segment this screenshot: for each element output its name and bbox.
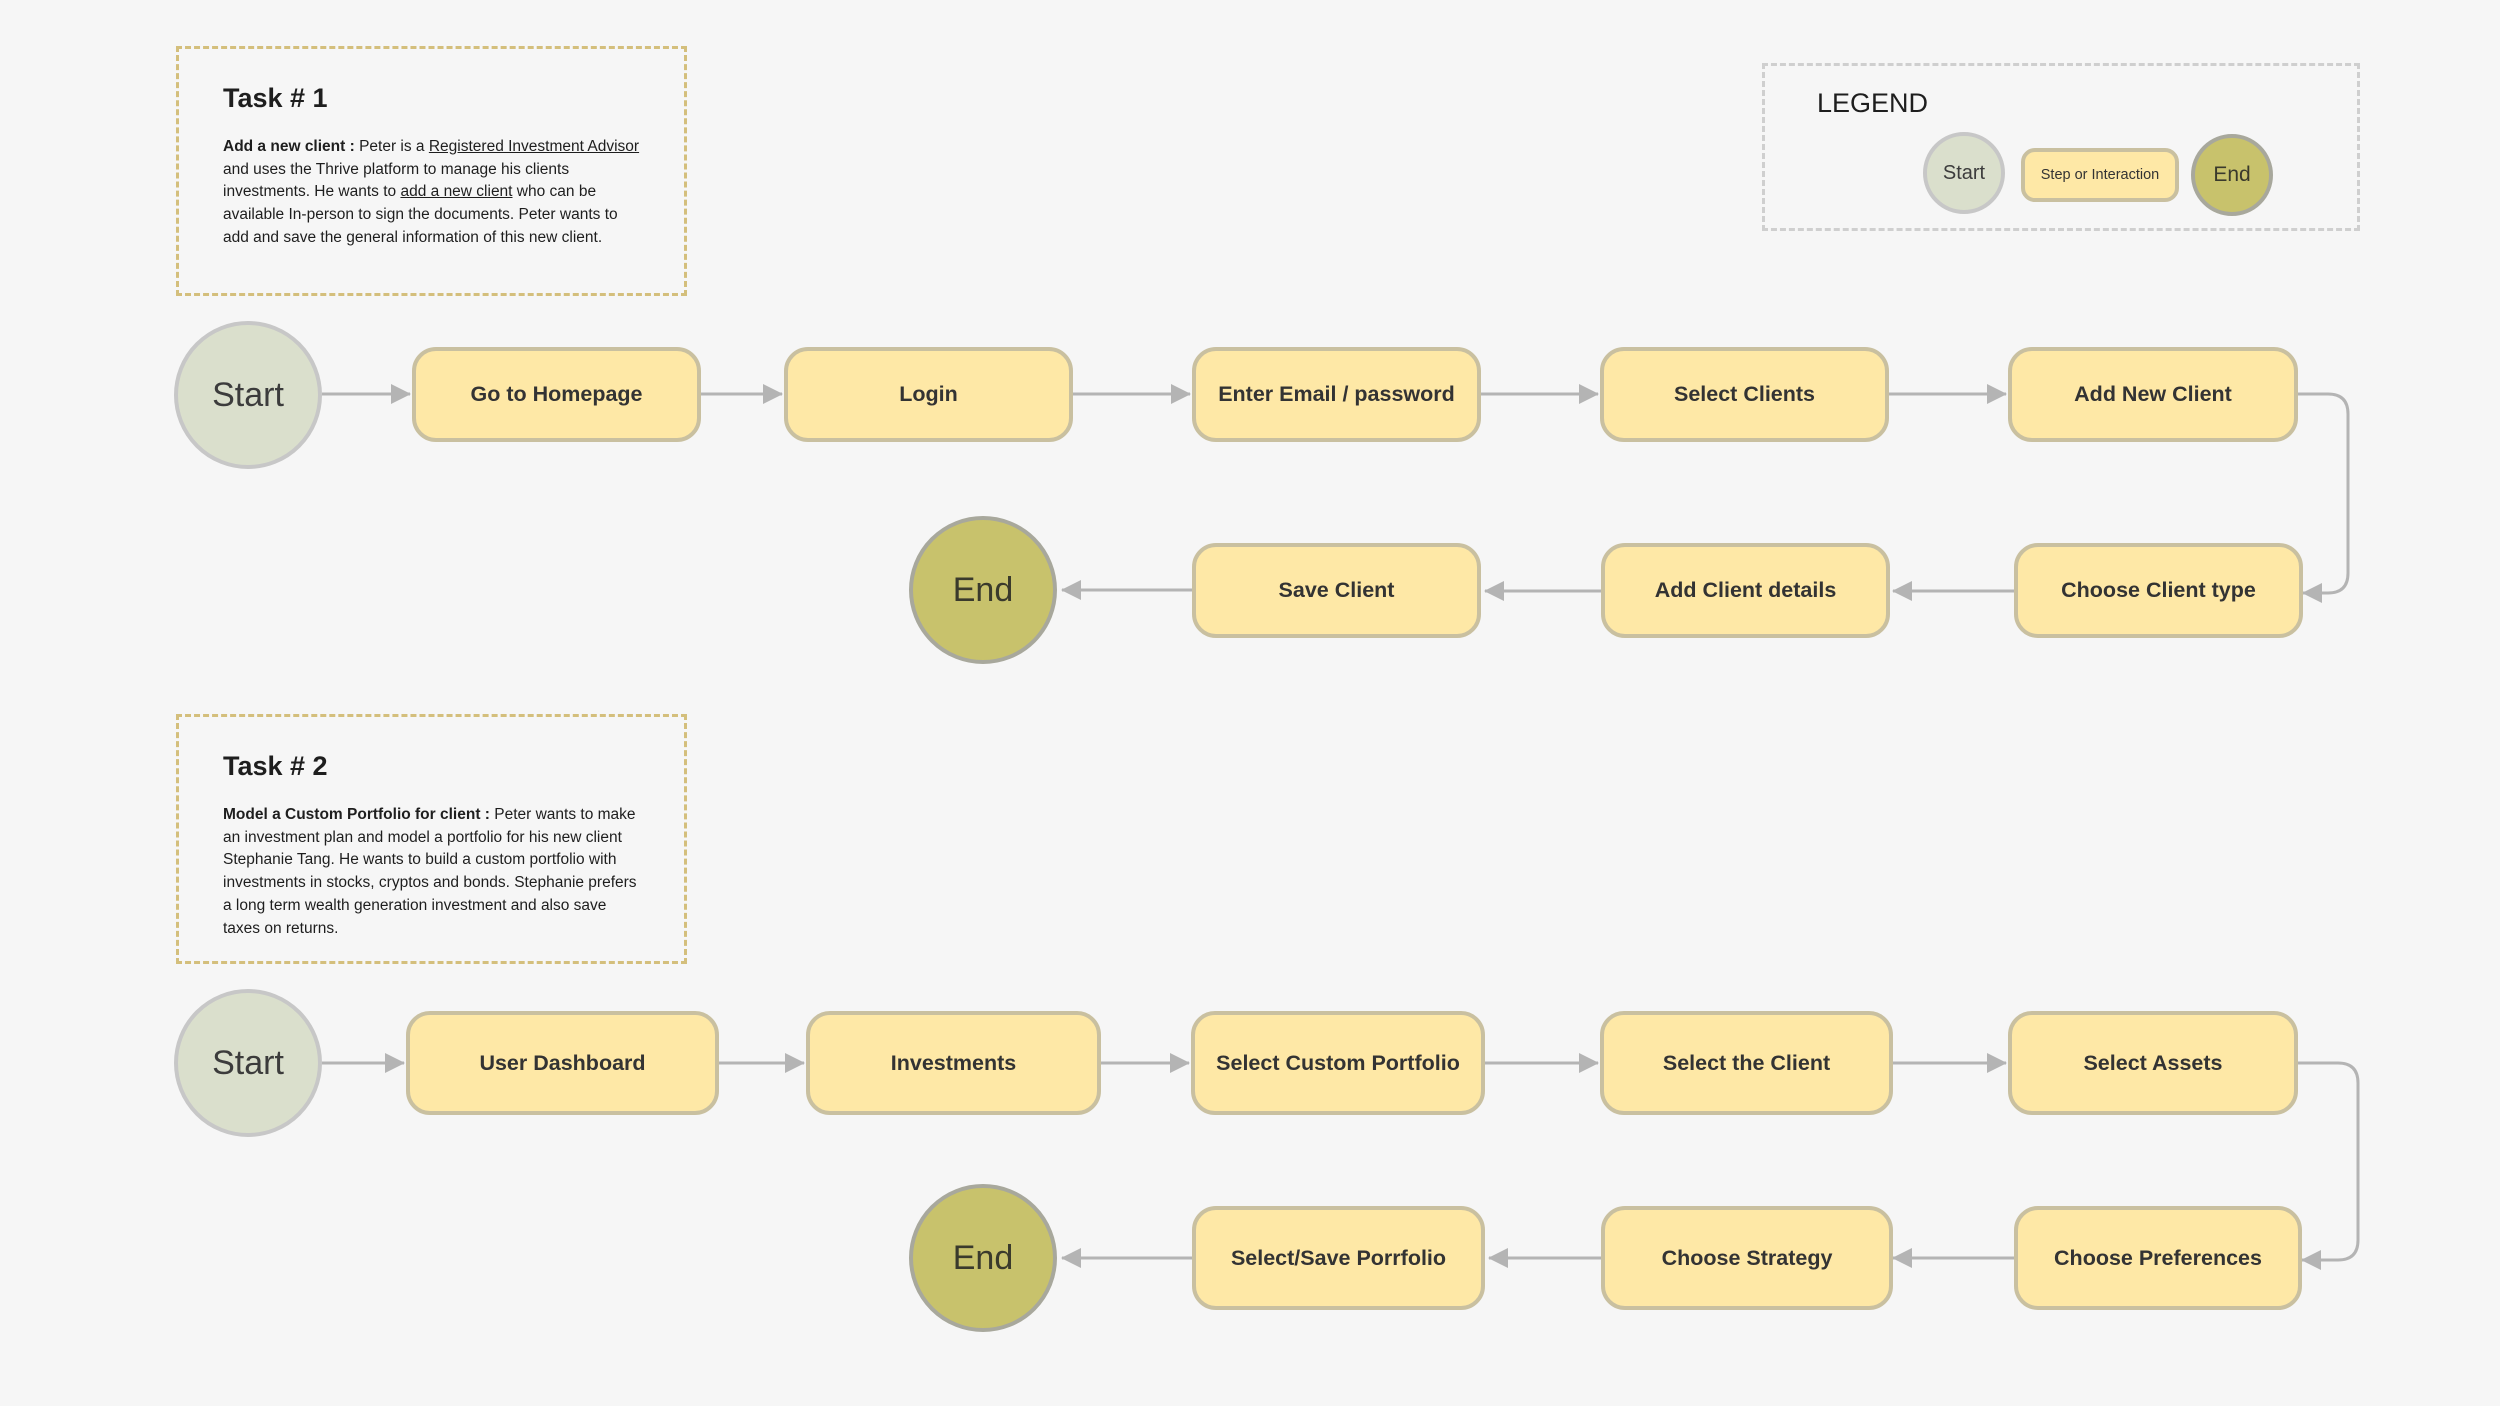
task2-desc-bold: Model a Custom Portfolio for client : <box>223 806 495 823</box>
t1-step-choose-client-type: Choose Client type <box>2014 543 2303 638</box>
legend-start-node: Start <box>1923 132 2005 214</box>
t2-step-select-save-portfolio: Select/Save Porrfolio <box>1192 1206 1485 1310</box>
task1-desc-part1: Peter is a <box>359 138 429 155</box>
task1-desc-bold: Add a new client : <box>223 138 360 155</box>
legend-end-node: End <box>2191 134 2273 216</box>
t2-step-choose-strategy: Choose Strategy <box>1601 1206 1893 1310</box>
task1-desc-link-add-client: add a new client <box>400 183 513 201</box>
task1-desc-part2: and uses the Thrive platform to manage h… <box>223 160 570 201</box>
t2-step-investments: Investments <box>806 1011 1101 1115</box>
t1-step-login: Login <box>784 347 1073 442</box>
t2-step-select-custom-portfolio: Select Custom Portfolio <box>1191 1011 1485 1115</box>
task2-title: Task # 2 <box>223 751 328 781</box>
t2-step-choose-preferences: Choose Preferences <box>2014 1206 2302 1310</box>
t1-step-save-client: Save Client <box>1192 543 1481 638</box>
legend-step-node: Step or Interaction <box>2021 148 2179 202</box>
t2-connector-assets-preferences <box>2298 1061 2360 1270</box>
task1-description: Add a new client : Peter is a Registered… <box>223 136 640 250</box>
legend-box: LEGEND Start Step or Interaction End <box>1762 63 2360 231</box>
t2-step-select-assets: Select Assets <box>2008 1011 2298 1115</box>
task2-description: Model a Custom Portfolio for client : Pe… <box>223 804 640 940</box>
t2-end-node: End <box>909 1184 1057 1332</box>
t1-end-node: End <box>909 516 1057 664</box>
task2-desc-text: Peter wants to make an investment plan a… <box>223 806 637 937</box>
task1-title: Task # 1 <box>223 83 328 113</box>
t1-connector-addnew-type <box>2298 392 2350 603</box>
task2-description-box: Task # 2 Model a Custom Portfolio for cl… <box>176 714 687 964</box>
t1-step-add-client-details: Add Client details <box>1601 543 1890 638</box>
task1-description-box: Task # 1 Add a new client : Peter is a R… <box>176 46 687 296</box>
t2-step-select-the-client: Select the Client <box>1600 1011 1893 1115</box>
t1-step-add-new-client: Add New Client <box>2008 347 2298 442</box>
t2-start-node: Start <box>174 989 322 1137</box>
legend-title: LEGEND <box>1817 88 1929 118</box>
task1-desc-part3: who can be available In-person to sign t… <box>223 183 618 246</box>
t1-step-enter-email-password: Enter Email / password <box>1192 347 1481 442</box>
t1-step-select-clients: Select Clients <box>1600 347 1889 442</box>
t1-start-node: Start <box>174 321 322 469</box>
t1-step-go-to-homepage: Go to Homepage <box>412 347 701 442</box>
t2-step-user-dashboard: User Dashboard <box>406 1011 719 1115</box>
task1-desc-link-ria: Registered Investment Advisor <box>428 138 640 155</box>
